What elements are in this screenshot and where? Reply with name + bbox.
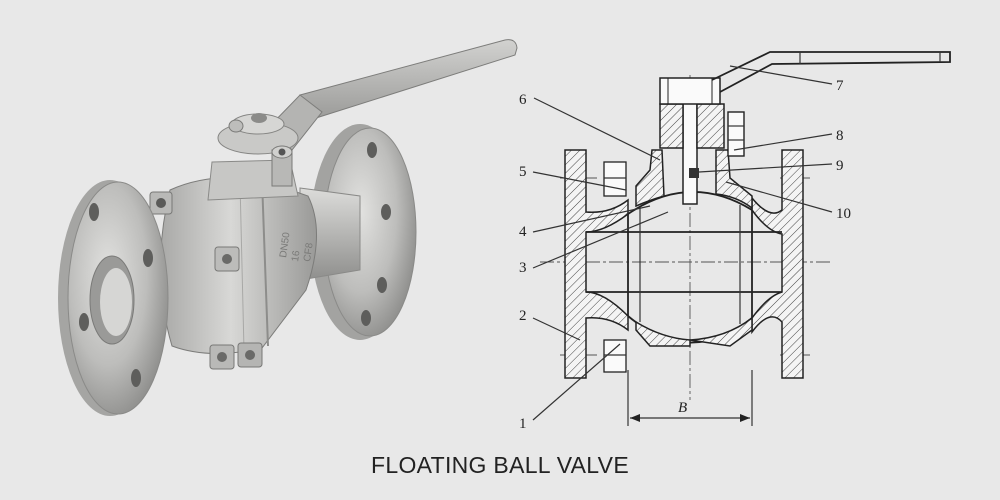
body-marking-line-3: CF8 [302,242,316,263]
valve-photo: DN50 16 CF8 [58,39,518,416]
callout-3: 3 [519,260,527,276]
callout-1: 1 [519,416,527,432]
leader-lines [532,65,833,421]
figure-caption: FLOATING BALL VALVE [371,452,629,478]
cross-section-drawing: B 6 5 4 3 2 1 7 8 9 10 [519,51,951,432]
body-marking-line-2: 16 [290,249,303,262]
lever-handle [267,39,518,151]
left-flange [58,180,169,416]
callout-6: 6 [519,92,527,108]
callout-2: 2 [519,308,527,324]
stem-bonnet [207,113,299,201]
body-marking-line-1: DN50 [278,231,293,258]
callout-9: 9 [836,158,844,174]
callout-numbers: 6 5 4 3 2 1 7 8 9 10 [519,78,851,432]
dimension-b-label: B [678,400,687,416]
callout-7: 7 [836,78,844,94]
callout-4: 4 [519,224,527,240]
callout-5: 5 [519,164,527,180]
body-bolts [149,191,263,370]
callout-8: 8 [836,128,844,144]
callout-10: 10 [836,206,851,222]
